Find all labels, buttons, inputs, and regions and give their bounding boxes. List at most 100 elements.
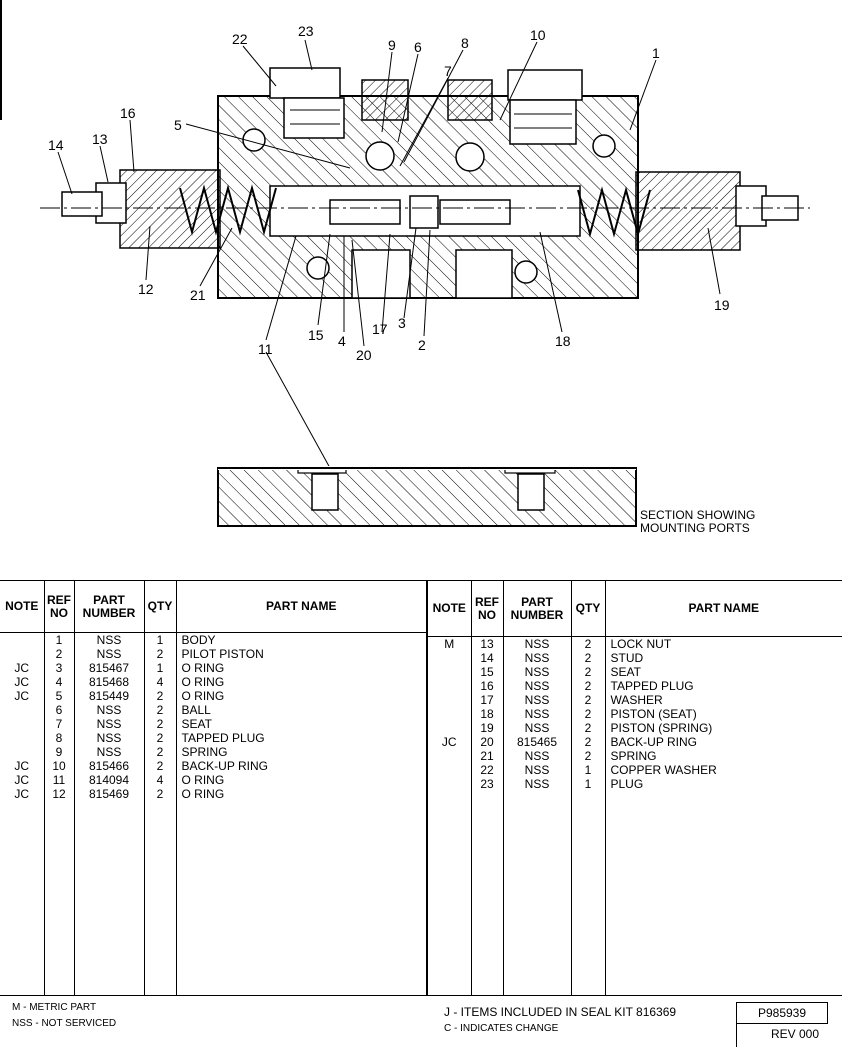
legend-nss: NSS - NOT SERVICED — [12, 1018, 117, 1029]
top-plugs — [269, 67, 583, 145]
callout-22: 22 — [232, 31, 248, 47]
cell-ref: 3 — [43, 661, 74, 675]
cell-part: NSS — [502, 763, 571, 777]
header-qty: QTY — [570, 580, 605, 637]
cell-note: JC — [14, 787, 30, 801]
cell-ref: 7 — [43, 717, 74, 731]
cell-part: 815467 — [73, 661, 144, 675]
cell-note: JC — [14, 675, 30, 689]
check-ball-left — [365, 141, 395, 171]
cell-name: SPRING — [175, 745, 426, 759]
cell-name: O RING — [175, 675, 426, 689]
footer: M - METRIC PART NSS - NOT SERVICED J - I… — [0, 995, 842, 1048]
cell-note: JC — [441, 735, 457, 749]
cell-name: PILOT PISTON — [175, 647, 426, 661]
callout-14: 14 — [48, 137, 64, 153]
cell-part: NSS — [73, 717, 144, 731]
cell-ref: 17 — [470, 693, 503, 707]
cell-name: BACK-UP RING — [604, 735, 842, 749]
cell-ref: 10 — [43, 759, 74, 773]
mounting-ports-section — [217, 466, 637, 527]
cell-ref: 23 — [470, 777, 503, 791]
section-caption-line1: SECTION SHOWING — [640, 508, 755, 522]
callout-labels: 22 23 9 6 8 7 10 1 5 16 13 14 12 21 11 1… — [48, 23, 730, 363]
cell-part: NSS — [73, 745, 144, 759]
callout-5: 5 — [174, 117, 182, 133]
header-part-name: PART NAME — [175, 580, 426, 633]
check-ball-right — [455, 142, 485, 172]
cell-note — [427, 651, 471, 665]
cell-qty: 2 — [143, 717, 176, 731]
cell-qty: 1 — [143, 661, 176, 675]
cell-ref: 21 — [470, 749, 503, 763]
cell-note — [427, 679, 471, 693]
cell-name: SPRING — [604, 749, 842, 763]
cell-name: O RING — [175, 661, 426, 675]
empty-cell — [143, 801, 176, 995]
cell-note — [427, 707, 471, 721]
callout-12: 12 — [138, 281, 154, 297]
revision-label: REV 000 — [770, 1027, 820, 1041]
cell-qty: 2 — [143, 689, 176, 703]
header-part-number: PART NUMBER — [73, 580, 144, 633]
cell-part: NSS — [502, 636, 571, 651]
cell-note — [0, 703, 44, 717]
cell-part: NSS — [502, 777, 571, 791]
cell-part: 814094 — [73, 773, 144, 787]
callout-21: 21 — [190, 287, 206, 303]
cell-qty: 1 — [143, 632, 176, 647]
cell-name: SEAT — [604, 665, 842, 679]
callout-4: 4 — [338, 333, 346, 349]
callout-16: 16 — [120, 105, 136, 121]
cell-ref: 1 — [43, 632, 74, 647]
cell-name: BODY — [175, 632, 426, 647]
callout-1: 1 — [652, 45, 660, 61]
cell-part: NSS — [502, 651, 571, 665]
callout-19: 19 — [714, 297, 730, 313]
legend-metric: M - METRIC PART — [12, 1002, 97, 1013]
cell-ref: 16 — [470, 679, 503, 693]
header-ref-no: REF NO — [470, 580, 503, 637]
empty-cell — [470, 791, 503, 995]
cell-ref: 15 — [470, 665, 503, 679]
cell-part: NSS — [502, 721, 571, 735]
legend-seal-kit: J - ITEMS INCLUDED IN SEAL KIT 816369 — [444, 1005, 677, 1019]
callout-13: 13 — [92, 131, 108, 147]
cell-qty: 2 — [570, 707, 605, 721]
footer-divider — [736, 1002, 737, 1047]
callout-7: 7 — [444, 63, 452, 79]
cell-name: STUD — [604, 651, 842, 665]
cell-ref: 5 — [43, 689, 74, 703]
cell-qty: 1 — [570, 763, 605, 777]
cell-part: NSS — [502, 665, 571, 679]
section-caption-line2: MOUNTING PORTS — [640, 521, 750, 535]
cell-note: M — [444, 637, 455, 651]
cell-note — [427, 665, 471, 679]
callout-18: 18 — [555, 333, 571, 349]
cell-ref: 18 — [470, 707, 503, 721]
cell-qty: 2 — [143, 787, 176, 801]
empty-cell — [502, 791, 571, 995]
cell-name: TAPPED PLUG — [175, 731, 426, 745]
cell-note — [0, 717, 44, 731]
cell-name: PLUG — [604, 777, 842, 791]
empty-cell — [570, 791, 605, 995]
empty-cell — [427, 791, 471, 995]
header-part-name: PART NAME — [604, 580, 842, 637]
cell-name: LOCK NUT — [604, 636, 842, 651]
cell-part: 815466 — [73, 759, 144, 773]
callout-9: 9 — [388, 37, 396, 53]
empty-cell — [604, 791, 842, 995]
cell-qty: 2 — [570, 665, 605, 679]
document-number: P985939 — [736, 1002, 828, 1024]
cell-qty: 2 — [570, 735, 605, 749]
